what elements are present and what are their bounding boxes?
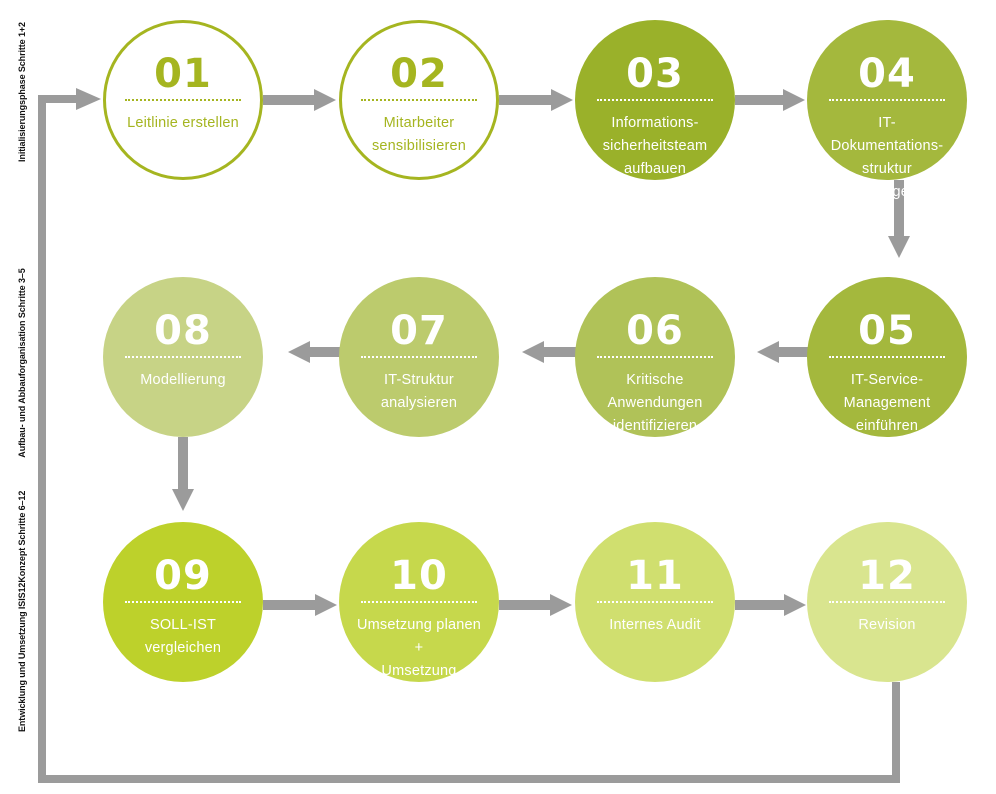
arrow-11-12-head — [784, 594, 806, 616]
arrow-08-09-head — [172, 489, 194, 511]
arrow-09-10-shaft — [263, 600, 315, 610]
arrow-06-07-head — [522, 341, 544, 363]
dotted-divider — [125, 99, 241, 101]
dotted-divider — [829, 601, 945, 603]
dotted-divider — [125, 601, 241, 603]
dotted-divider — [361, 601, 477, 603]
step-number: 09 — [154, 553, 212, 599]
arrow-05-06-head — [757, 341, 779, 363]
arrow-03-04-shaft — [735, 95, 783, 105]
arrow-04-05-head — [888, 236, 910, 258]
phase-label-aufbau: Aufbau- und Abbauforganisation Schritte … — [17, 268, 27, 458]
dotted-divider — [597, 356, 713, 358]
dotted-divider — [361, 99, 477, 101]
step-label: Internes Audit — [609, 617, 701, 633]
arrow-06-07-shaft — [544, 347, 577, 357]
arrow-08-09-shaft — [178, 437, 188, 489]
arrow-02-03-head — [551, 89, 573, 111]
arrow-12-01-loop — [38, 95, 900, 783]
arrow-03-04-head — [783, 89, 805, 111]
arrow-02-03-shaft — [499, 95, 551, 105]
step-number: 11 — [626, 553, 684, 599]
arrow-12-01-head — [76, 88, 101, 110]
step-label: Leitlinie erstellen — [127, 115, 239, 131]
dotted-divider — [829, 356, 945, 358]
arrow-11-12-shaft — [735, 600, 784, 610]
arrow-04-05-shaft — [894, 180, 904, 236]
phase-label-entwicklung: Entwicklung und Umsetzung ISIS12Konzept … — [17, 490, 27, 732]
dotted-divider — [125, 356, 241, 358]
arrow-01-02-head — [314, 89, 336, 111]
arrow-10-11-shaft — [499, 600, 550, 610]
step-label: Umsetzung planen+Umsetzung — [356, 617, 482, 679]
arrow-09-10-head — [315, 594, 337, 616]
arrow-10-11-head — [550, 594, 572, 616]
dotted-divider — [829, 99, 945, 101]
step-label: Modellierung — [140, 372, 226, 388]
arrow-05-06-shaft — [779, 347, 809, 357]
step-number: 07 — [390, 308, 448, 354]
step-number: 08 — [154, 308, 212, 354]
step-number: 05 — [858, 308, 916, 354]
arrow-07-08-shaft — [310, 347, 341, 357]
step-label: Revision — [858, 617, 916, 633]
step-number: 04 — [858, 51, 916, 97]
step-number: 10 — [390, 553, 448, 599]
step-number: 02 — [390, 51, 448, 97]
step-number: 12 — [858, 553, 916, 599]
step-number: 06 — [626, 308, 684, 354]
arrow-01-02-shaft — [263, 95, 314, 105]
arrow-07-08-head — [288, 341, 310, 363]
dotted-divider — [597, 601, 713, 603]
phase-label-initialisierung: Initialisierungsphase Schritte 1+2 — [17, 22, 27, 162]
step-number: 03 — [626, 51, 684, 97]
dotted-divider — [361, 356, 477, 358]
dotted-divider — [597, 99, 713, 101]
step-number: 01 — [154, 51, 212, 97]
